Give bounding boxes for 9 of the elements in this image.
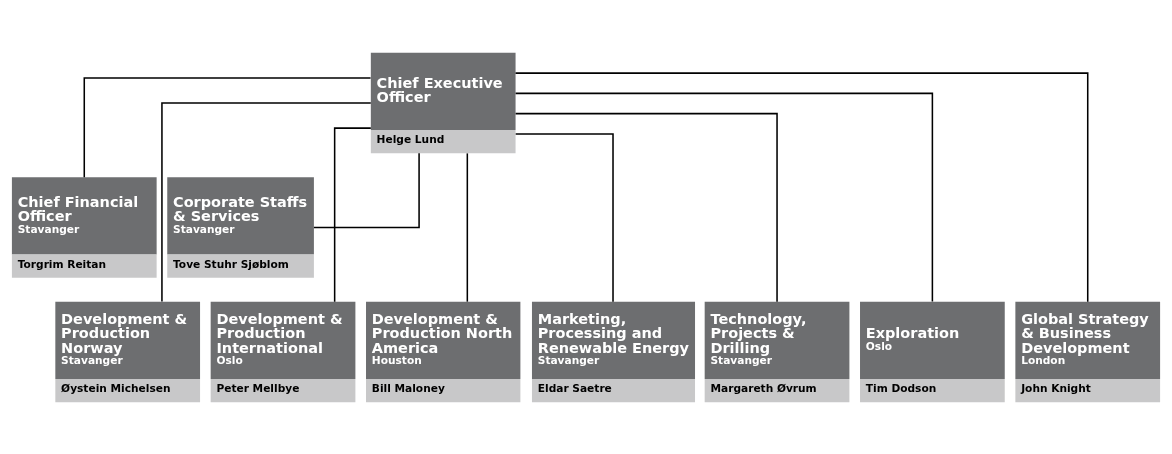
connector <box>83 76 372 178</box>
connector <box>514 71 1089 303</box>
connector <box>466 152 469 302</box>
connector <box>161 101 372 302</box>
connector <box>514 92 934 302</box>
connector <box>514 132 614 302</box>
connector <box>313 152 420 228</box>
connector <box>333 126 372 302</box>
connector <box>514 112 778 302</box>
